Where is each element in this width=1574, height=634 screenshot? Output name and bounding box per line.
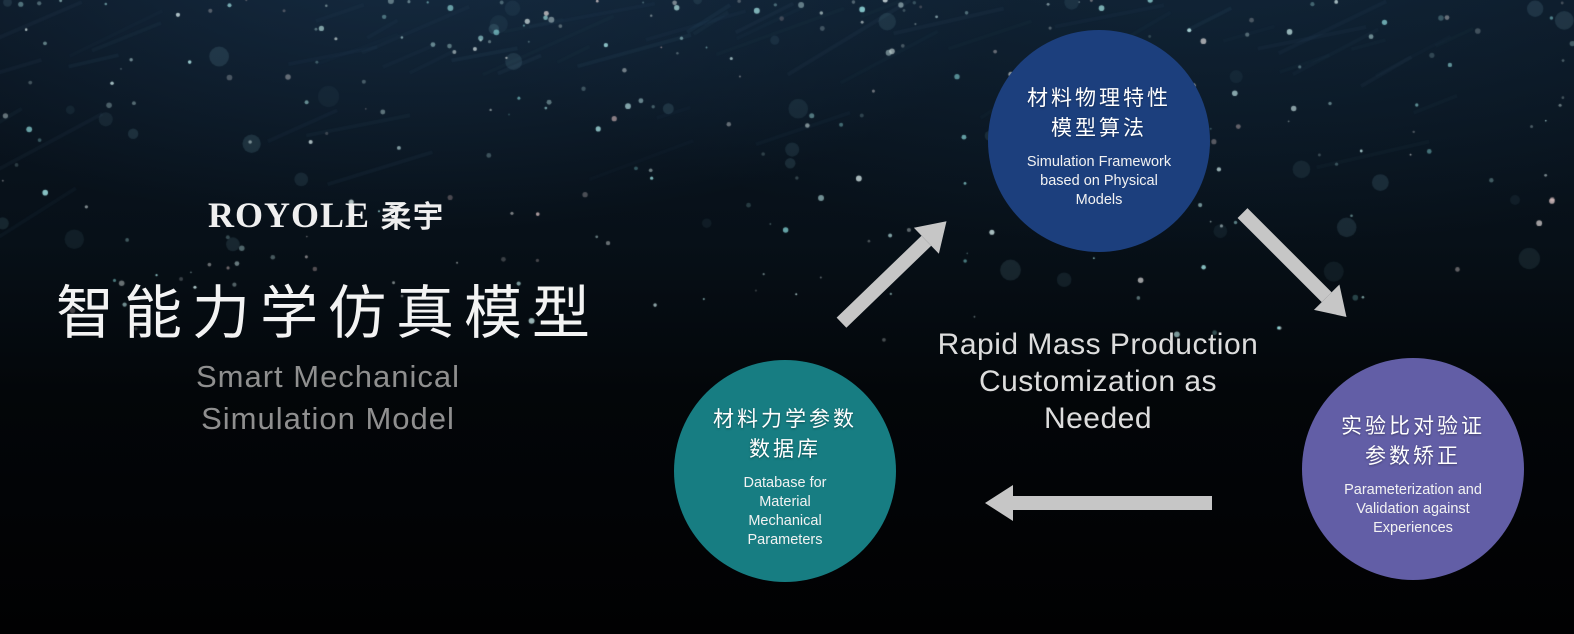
- node-zh-line: 材料物理特性: [1027, 87, 1171, 110]
- logo-cjk-name: 柔宇: [381, 201, 446, 234]
- node-simulation-framework-title-zh: 材料物理特性 模型算法: [1027, 84, 1171, 144]
- node-zh-line: 材料力学参数: [713, 407, 857, 431]
- caption-line-2: Customization as: [978, 365, 1218, 398]
- node-material-database-title-en: Database for Material Mechanical Paramet…: [743, 474, 826, 550]
- subtitle-line-1: Smart Mechanical: [195, 359, 461, 394]
- node-en-line: Mechanical: [748, 512, 822, 529]
- slide-subtitle-en: Smart Mechanical Simulation Model: [108, 356, 548, 440]
- node-en-line: Validation against: [1356, 501, 1470, 517]
- particle-background: [0, 0, 1574, 420]
- arrow-head: [985, 485, 1013, 521]
- node-zh-line: 参数矫正: [1365, 445, 1461, 468]
- caption-line-3: Needed: [1043, 402, 1153, 435]
- node-material-database: 材料力学参数 数据库 Database for Material Mechani…: [674, 360, 896, 582]
- node-en-line: Models: [1075, 192, 1123, 208]
- node-simulation-framework-title-en: Simulation Framework based on Physical M…: [1027, 153, 1171, 210]
- node-validation: 实验比对验证 参数矫正 Parameterization and Validat…: [1302, 358, 1524, 580]
- caption-line-1: Rapid Mass Production: [937, 328, 1259, 361]
- node-en-line: based on Physical: [1040, 173, 1158, 189]
- slide-title-zh: 智能力学仿真模型: [56, 281, 601, 346]
- node-simulation-framework: 材料物理特性 模型算法 Simulation Framework based o…: [988, 30, 1210, 252]
- node-validation-title-zh: 实验比对验证 参数矫正: [1341, 412, 1485, 472]
- node-en-line: Material: [759, 493, 811, 510]
- logo-wordmark: ROYOLE: [208, 195, 371, 235]
- node-validation-title-en: Parameterization and Validation against …: [1344, 481, 1482, 538]
- subtitle-line-2: Simulation Model: [201, 401, 455, 436]
- node-en-line: Simulation Framework: [1026, 154, 1172, 170]
- arrow-left-icon: [985, 485, 1212, 521]
- node-material-database-title-zh: 材料力学参数 数据库: [713, 405, 857, 465]
- node-en-line: Database for: [743, 474, 827, 491]
- node-en-line: Parameters: [747, 531, 823, 548]
- center-caption: Rapid Mass Production Customization as N…: [898, 326, 1298, 437]
- node-zh-line: 实验比对验证: [1341, 415, 1485, 438]
- node-zh-line: 数据库: [749, 437, 821, 461]
- node-zh-line: 模型算法: [1051, 117, 1147, 140]
- node-en-line: Experiences: [1373, 520, 1453, 536]
- royole-logo: ROYOLE 柔宇: [208, 192, 445, 236]
- node-en-line: Parameterization and: [1344, 482, 1482, 498]
- arrow-shaft: [1013, 496, 1212, 510]
